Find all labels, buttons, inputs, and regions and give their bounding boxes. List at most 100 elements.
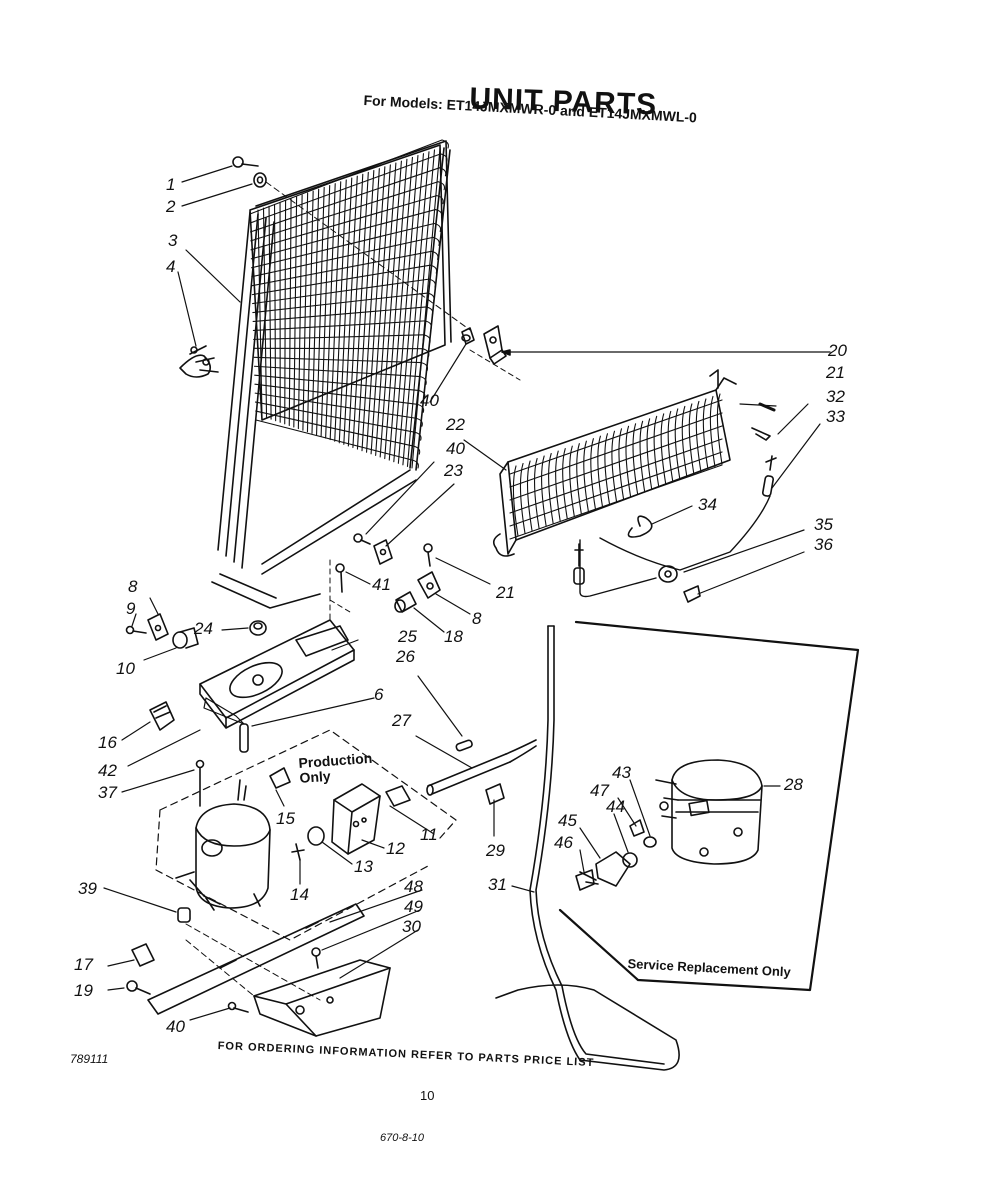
drier-part-33 — [761, 455, 777, 497]
callout-16: 16 — [98, 733, 117, 752]
coil-tube-line — [252, 306, 427, 323]
callout-40-middle: 40 — [446, 439, 465, 458]
coil-tube-bend — [434, 209, 443, 219]
coil-tube-bend — [414, 431, 422, 441]
bracket-part-20 — [461, 325, 831, 381]
fitting-under-evap — [573, 543, 585, 585]
coil-tube-line — [253, 356, 422, 364]
callout-47: 47 — [590, 781, 609, 800]
cover-part-11 — [385, 785, 411, 807]
callout-46: 46 — [554, 833, 573, 852]
evaporator-fin — [611, 430, 618, 502]
callout-18: 18 — [444, 627, 463, 646]
evaporator-tube — [509, 464, 723, 540]
callout-34: 34 — [698, 495, 717, 514]
tube-part-31 — [495, 625, 680, 1071]
evaporator-fin — [590, 438, 596, 510]
coil-tube-line — [254, 383, 418, 405]
coil-tube-bend — [419, 375, 427, 386]
coil-tube-bend — [432, 236, 440, 246]
callout-29: 29 — [486, 841, 505, 860]
callout-8-right: 8 — [472, 609, 482, 628]
grommet-part-2 — [253, 172, 267, 188]
coil-wire-line — [356, 169, 375, 450]
evaporator-fin — [583, 440, 589, 512]
coil-tube-bend — [415, 417, 423, 427]
coil-wire-line — [262, 207, 268, 419]
coil-wire-line — [365, 166, 386, 453]
screw-part-37 — [195, 759, 205, 807]
callout-31: 31 — [488, 875, 507, 894]
coil-tube-line — [254, 374, 420, 391]
condenser-coil — [211, 140, 452, 609]
evaporator-fin — [688, 403, 695, 475]
callout-19: 19 — [74, 981, 93, 1000]
callout-9: 9 — [126, 599, 136, 618]
callout-43: 43 — [612, 763, 631, 782]
bracket-part-46 — [575, 869, 595, 891]
evaporator-fin — [639, 420, 646, 492]
overload-part-13 — [307, 826, 325, 846]
document-number: 789111 — [70, 1052, 109, 1066]
callout-45: 45 — [558, 811, 577, 830]
callout-21-lower: 21 — [496, 583, 515, 602]
clip-part-29 — [485, 783, 505, 805]
coil-tube-bend — [424, 320, 432, 330]
evaporator-fin — [660, 413, 667, 485]
coil-tube-line — [253, 334, 425, 340]
coil-wire-line — [388, 156, 413, 461]
callout-40-upper: 40 — [420, 391, 439, 410]
clip-part-47 — [629, 819, 645, 837]
coil-wire-line — [320, 185, 331, 438]
coil-tube-bend — [441, 139, 449, 149]
coil-tube-bend — [436, 195, 444, 205]
callout-44: 44 — [606, 797, 625, 816]
evaporator-fin — [555, 450, 561, 522]
evaporator-fin — [541, 455, 547, 527]
overload-part-44 — [622, 852, 638, 868]
page-number: 10 — [420, 1088, 435, 1103]
callout-20: 20 — [828, 341, 847, 360]
clip-part-17 — [131, 943, 155, 967]
coil-wire-line — [361, 168, 380, 452]
coil-tube-bend — [433, 222, 442, 233]
coil-wire-line — [302, 192, 309, 431]
coil-wire-line — [273, 203, 277, 422]
screw-40-middle — [353, 533, 371, 545]
coil-tube-bend — [423, 334, 431, 344]
wire-harness-part-4 — [179, 345, 219, 378]
coil-tube-bend — [431, 250, 439, 260]
evaporator-tube — [509, 438, 723, 514]
relay-part-12 — [331, 783, 381, 855]
bracket-8-left — [147, 613, 169, 641]
evaporator-fin — [632, 423, 639, 495]
coil-tube-line — [254, 392, 417, 419]
coil-wire-line — [406, 149, 436, 467]
coil-tube-bend — [412, 445, 421, 455]
coil-wire-line — [306, 190, 314, 433]
tube-part-26 — [455, 739, 473, 752]
callout-17: 17 — [74, 955, 93, 974]
tube-part-6 — [239, 723, 249, 753]
coil-wire-line — [284, 200, 287, 425]
base-frame-part-48 — [147, 903, 365, 1015]
callout-1: 1 — [166, 175, 176, 194]
drain-pan-part-25 — [199, 619, 355, 729]
screw-40-upper — [461, 334, 471, 342]
coil-wire-line — [370, 164, 391, 455]
evaporator-tube — [509, 399, 723, 475]
compressor-part-28 — [655, 759, 763, 865]
evaporator-fin — [674, 408, 681, 480]
coil-tube-bend — [427, 292, 435, 302]
bushing-part-10 — [172, 627, 199, 649]
coil-tube-bend — [425, 306, 434, 316]
coil-wire-line — [311, 188, 320, 434]
clip-part-16 — [149, 701, 175, 731]
evaporator-fin — [533, 458, 540, 530]
callout-42: 42 — [98, 761, 117, 780]
callout-2: 2 — [166, 197, 176, 216]
callout-21-upper: 21 — [826, 363, 845, 382]
coil-wire-line — [334, 179, 347, 442]
callout-13: 13 — [354, 857, 373, 876]
